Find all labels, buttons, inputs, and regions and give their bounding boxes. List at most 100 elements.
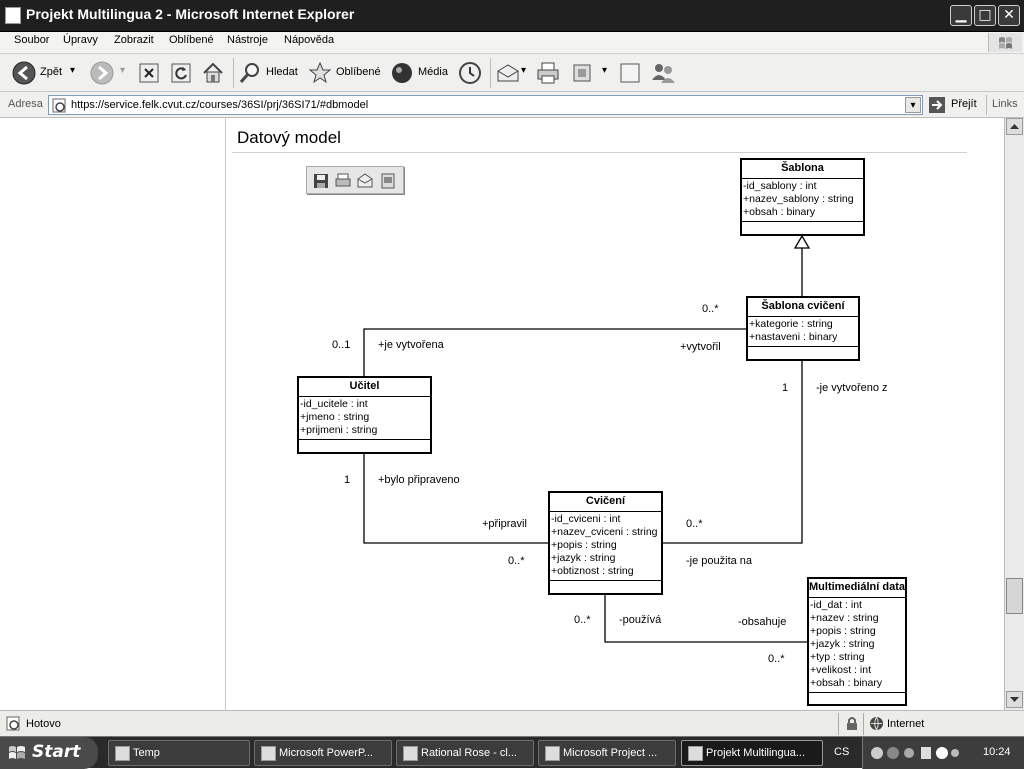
task-label: Temp	[133, 747, 160, 759]
task-project[interactable]: Microsoft Project ...	[538, 740, 676, 766]
back-button[interactable]: Zpět ▾	[10, 61, 80, 85]
forward-dropdown-icon[interactable]: ▾	[120, 65, 126, 76]
status-bar: Hotovo Internet	[0, 710, 1024, 736]
role-label: -je použita na	[686, 555, 753, 567]
task-label: Microsoft Project ...	[563, 747, 658, 759]
minimize-button[interactable]: ▁	[950, 5, 972, 26]
status-divider	[863, 713, 864, 735]
class-attribute: +popis : string	[551, 539, 617, 551]
mail-button[interactable]: ▾	[496, 61, 530, 85]
forward-button[interactable]: ▾	[90, 61, 132, 85]
class-name: Učitel	[299, 378, 430, 397]
refresh-button[interactable]	[170, 62, 192, 84]
multiplicity-label: 1	[782, 382, 789, 394]
project-icon	[545, 746, 560, 761]
address-input[interactable]: https://service.felk.cvut.cz/courses/36S…	[48, 95, 923, 115]
ie-page-icon	[5, 7, 21, 24]
title-bar[interactable]: Projekt Multilingua 2 - Microsoft Intern…	[0, 0, 1024, 32]
stop-button[interactable]	[138, 62, 160, 84]
multiplicity-label: 0..*	[574, 614, 591, 626]
window-title: Projekt Multilingua 2 - Microsoft Intern…	[26, 6, 355, 22]
back-dropdown-icon[interactable]: ▾	[70, 65, 76, 76]
class-attribute: -id_dat : int	[810, 599, 862, 611]
messenger-button[interactable]	[650, 60, 676, 86]
toolbar: Zpět ▾ ▾ Hledat Oblíbené Média ▾	[0, 54, 1024, 92]
start-button[interactable]: Start	[0, 737, 98, 769]
class-attributes: -id_ucitele : int +jmeno : string +prijm…	[299, 397, 430, 440]
scroll-thumb[interactable]	[1006, 578, 1023, 614]
history-button[interactable]	[458, 61, 482, 85]
class-attribute: +typ : string	[810, 651, 865, 663]
uml-class-sablona[interactable]: Šablona -id_sablony : int +nazev_sablony…	[740, 158, 865, 236]
class-attribute: +obtiznost : string	[551, 565, 634, 577]
menu-soubor[interactable]: Soubor	[14, 34, 50, 46]
menu-upravy[interactable]: Úpravy	[63, 34, 98, 46]
menu-zobrazit[interactable]: Zobrazit	[114, 34, 154, 46]
task-powerpoint[interactable]: Microsoft PowerP...	[254, 740, 392, 766]
task-rational-rose[interactable]: Rational Rose - cl...	[396, 740, 534, 766]
print-icon[interactable]	[335, 173, 351, 189]
printer-icon	[537, 62, 559, 84]
class-attributes: -id_dat : int +nazev : string +popis : s…	[809, 598, 905, 693]
task-temp[interactable]: Temp	[108, 740, 250, 766]
address-dropdown-icon[interactable]: ▾	[905, 97, 921, 113]
menu-bar: Soubor Úpravy Zobrazit Oblíbené Nástroje…	[0, 32, 1024, 54]
image-toolbar	[306, 166, 404, 194]
menu-nastroje[interactable]: Nástroje	[227, 34, 268, 46]
security-zone: Internet	[887, 718, 925, 730]
class-name: Šablona	[742, 160, 863, 179]
menu-oblibene[interactable]: Oblíbené	[169, 34, 214, 46]
home-button[interactable]	[201, 61, 225, 85]
vertical-scrollbar[interactable]	[1004, 118, 1024, 710]
clock: 10:24	[983, 746, 1011, 758]
my-pictures-icon[interactable]	[380, 173, 396, 189]
page-done-icon	[6, 716, 20, 731]
class-attribute: +jazyk : string	[551, 552, 616, 564]
discuss-button[interactable]	[618, 61, 642, 85]
close-button[interactable]: ✕	[998, 5, 1020, 26]
class-operations	[809, 693, 905, 706]
edit-dropdown-icon[interactable]: ▾	[602, 65, 608, 76]
scroll-down-button[interactable]	[1006, 691, 1023, 708]
tray-icons[interactable]	[869, 745, 959, 761]
left-navigation-pane	[0, 118, 226, 710]
status-divider	[838, 713, 839, 735]
class-operations	[299, 440, 430, 453]
mail-dropdown-icon[interactable]: ▾	[521, 65, 527, 76]
back-label: Zpět	[40, 66, 63, 78]
class-attribute: +nazev_sablony : string	[743, 193, 854, 205]
uml-class-multimedialni-data[interactable]: Multimediální data -id_dat : int +nazev …	[807, 577, 907, 706]
favorites-button[interactable]: Oblíbené	[308, 61, 384, 85]
multiplicity-label: 0..*	[702, 303, 719, 315]
class-attribute: +kategorie : string	[749, 318, 833, 330]
scroll-up-button[interactable]	[1006, 118, 1023, 135]
home-icon	[203, 62, 223, 83]
save-icon[interactable]	[313, 173, 329, 189]
links-button[interactable]: Links	[992, 98, 1018, 110]
ie-icon	[688, 746, 703, 761]
menu-napoveda[interactable]: Nápověda	[284, 34, 335, 46]
language-indicator[interactable]: CS	[834, 746, 850, 758]
search-button[interactable]: Hledat	[238, 61, 302, 85]
uml-class-ucitel[interactable]: Učitel -id_ucitele : int +jmeno : string…	[297, 376, 432, 454]
maximize-button[interactable]: □	[974, 5, 996, 26]
uml-class-cviceni[interactable]: Cvičení -id_cviceni : int +nazev_cviceni…	[548, 491, 663, 595]
mail-icon[interactable]	[357, 173, 373, 189]
media-button[interactable]: Média	[390, 61, 452, 85]
role-label: +bylo připraveno	[378, 474, 460, 486]
uml-class-sablona-cviceni[interactable]: Šablona cvičení +kategorie : string +nas…	[746, 296, 860, 361]
forward-arrow-icon	[90, 61, 114, 85]
refresh-icon	[171, 63, 191, 83]
discuss-icon	[620, 63, 640, 83]
task-label: Projekt Multilingua...	[706, 747, 806, 759]
task-internet-explorer[interactable]: Projekt Multilingua...	[681, 740, 823, 766]
task-label: Microsoft PowerP...	[279, 747, 373, 759]
print-button[interactable]	[536, 61, 560, 85]
class-attribute: +jmeno : string	[300, 411, 370, 423]
back-arrow-icon	[12, 61, 36, 85]
go-button[interactable]: Přejít	[928, 95, 984, 115]
go-arrow-icon	[929, 97, 945, 113]
arrow-down-icon	[1010, 697, 1019, 702]
association-ucitel-sablona-cviceni	[363, 328, 746, 376]
edit-button[interactable]: ▾	[572, 61, 612, 85]
